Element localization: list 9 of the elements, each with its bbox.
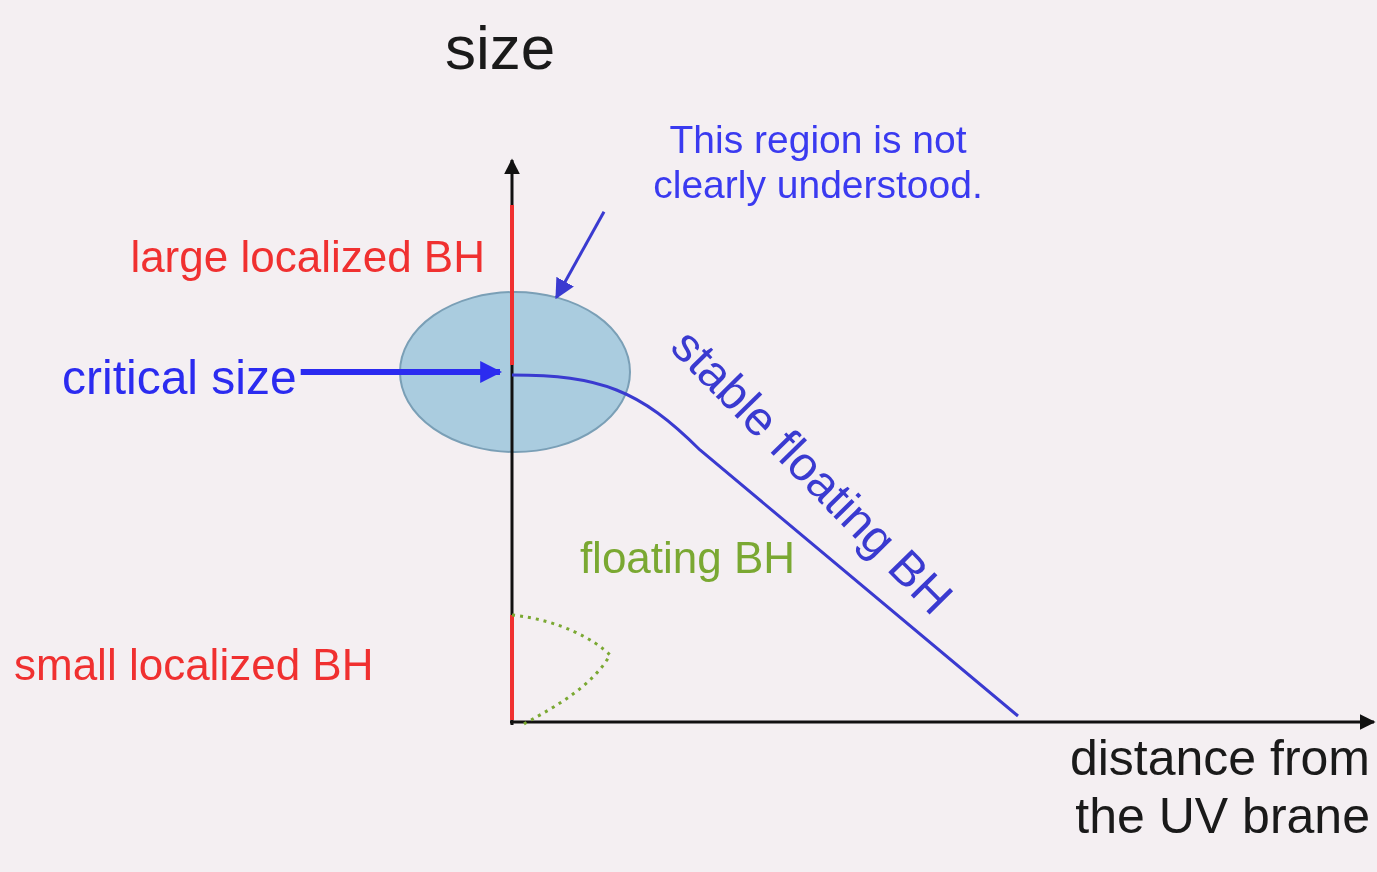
axis-title: distance from the UV brane bbox=[1068, 730, 1370, 845]
region-ellipse bbox=[399, 291, 631, 453]
region-label: small localized BH bbox=[14, 640, 374, 691]
leader-arrow bbox=[300, 361, 503, 383]
axis-title: size bbox=[445, 12, 556, 84]
annotation-text: critical size bbox=[62, 350, 297, 406]
annotation-text: This region is not clearly understood. bbox=[608, 118, 1028, 208]
region-label: large localized BH bbox=[130, 232, 485, 283]
leader-arrow bbox=[555, 210, 606, 300]
